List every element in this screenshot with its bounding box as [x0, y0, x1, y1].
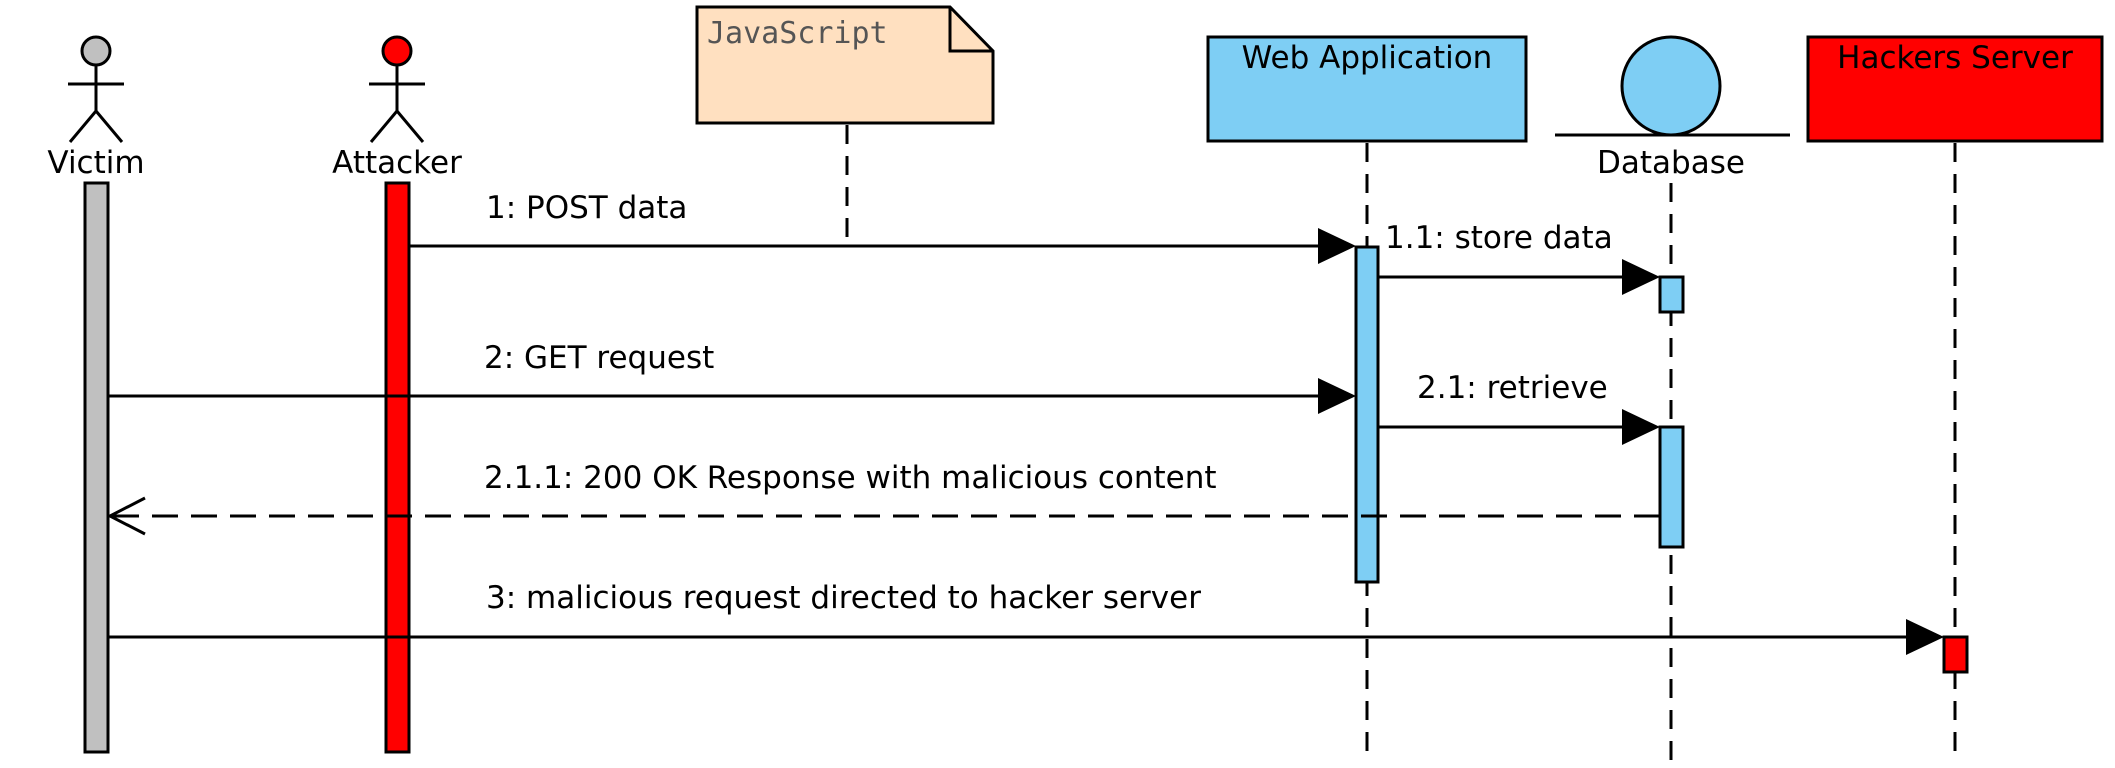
victim-activation-bar [83, 181, 110, 754]
web-application-box [1206, 35, 1528, 143]
message-label: 2.1: retrieve [1417, 370, 1608, 406]
database-activation-bar-store [1658, 275, 1685, 314]
attacker-label: Attacker [332, 145, 462, 181]
hackers-server-box [1806, 35, 2104, 143]
open-arrowhead-icon [106, 496, 146, 536]
message-retrieve: 2.1: retrieve [1378, 370, 1660, 445]
arrowhead-icon [1906, 619, 1944, 655]
database-entity-icon [1620, 35, 1722, 137]
actor-attacker: Attacker [332, 35, 462, 181]
javascript-note: JavaScript [695, 5, 995, 238]
message-response: 2.1.1: 200 OK Response with malicious co… [106, 460, 1660, 536]
message-label: 2.1.1: 200 OK Response with malicious co… [484, 460, 1217, 496]
message-get-request: 2: GET request [108, 340, 1356, 414]
hackers-server-label: Hackers Server [1837, 40, 2073, 76]
message-label: 2: GET request [484, 340, 714, 376]
victim-label: Victim [47, 145, 144, 181]
actor-victim: Victim [47, 35, 145, 181]
hackers-server-activation-bar [1942, 635, 1969, 674]
victim-head-icon [80, 35, 112, 67]
database-activation-bar-retrieve [1658, 425, 1685, 549]
message-label: 1: POST data [486, 190, 687, 226]
database-label: Database [1597, 145, 1745, 181]
arrowhead-icon [1318, 378, 1356, 414]
web-application-label: Web Application [1242, 40, 1493, 76]
message-malicious-request: 3: malicious request directed to hacker … [108, 580, 1944, 655]
message-label: 3: malicious request directed to hacker … [486, 580, 1201, 616]
attacker-activation-bar [384, 181, 411, 754]
message-store-data: 1.1: store data [1378, 220, 1660, 295]
web-application-activation-bar [1354, 245, 1380, 584]
message-label: 1.1: store data [1385, 220, 1613, 256]
note-text: JavaScript [707, 16, 888, 51]
arrowhead-icon [1622, 259, 1660, 295]
attacker-head-icon [381, 35, 413, 67]
message-post-data: 1: POST data [409, 190, 1356, 264]
arrowhead-icon [1622, 409, 1660, 445]
arrowhead-icon [1318, 228, 1356, 264]
